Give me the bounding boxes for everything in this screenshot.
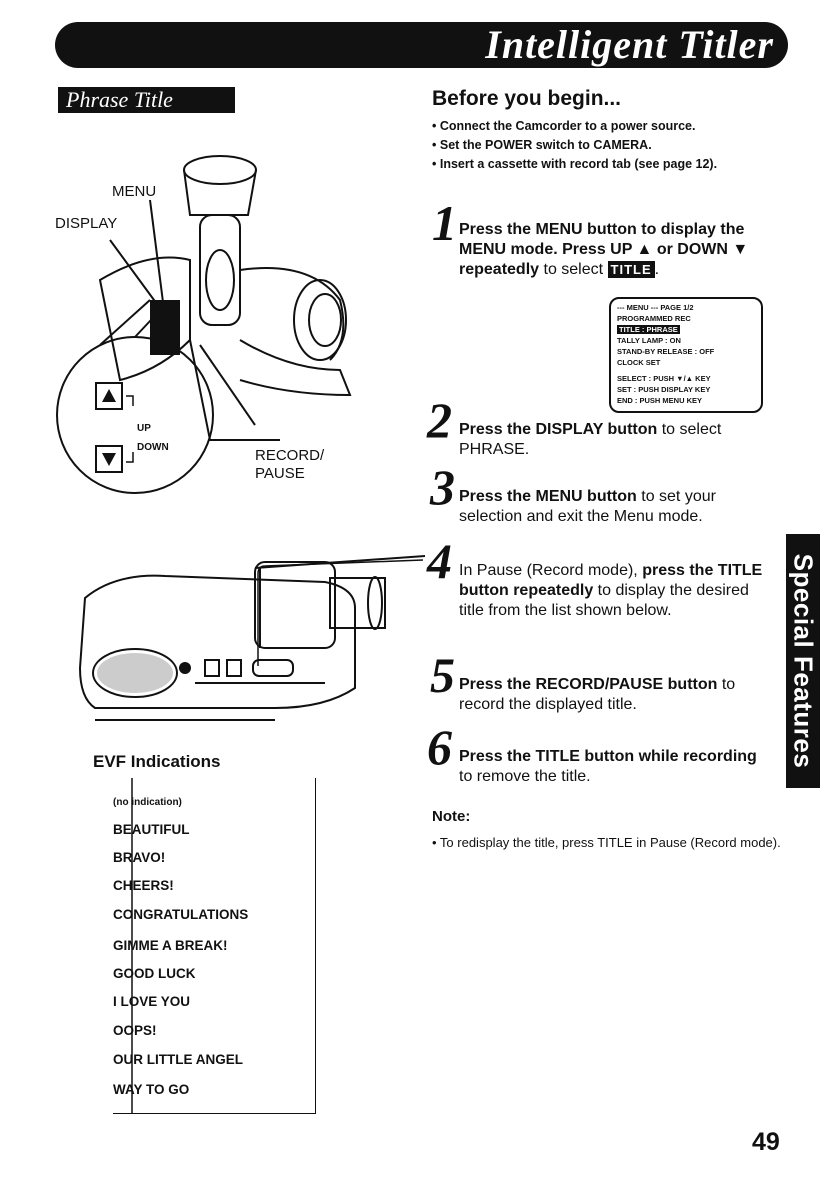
section-title-background bbox=[58, 87, 235, 113]
side-tab-label: Special Features bbox=[788, 553, 819, 769]
page-number: 49 bbox=[752, 1128, 780, 1156]
step-text: Press the DISPLAY button to select PHRAS… bbox=[459, 421, 722, 458]
header-banner bbox=[55, 22, 788, 68]
step-text: Press the MENU button to set your select… bbox=[459, 488, 716, 525]
evf-item: OUR LITTLE ANGEL bbox=[113, 1052, 243, 1067]
label-pause: PAUSE bbox=[255, 465, 305, 482]
step-number: 2 bbox=[427, 392, 452, 448]
step-text: Press the RECORD/PAUSE button to record … bbox=[459, 676, 736, 713]
label-menu: MENU bbox=[112, 183, 157, 200]
evf-heading: EVF Indications bbox=[93, 752, 221, 771]
step-text: Press the TITLE button while recording t… bbox=[459, 748, 757, 785]
evf-item: WAY TO GO bbox=[113, 1082, 190, 1097]
step-number: 5 bbox=[430, 647, 455, 703]
before-list: • Connect the Camcorder to a power sourc… bbox=[432, 117, 802, 174]
evf-list-frame bbox=[113, 778, 316, 1114]
before-item: • Connect the Camcorder to a power sourc… bbox=[432, 119, 696, 133]
evf-item: CONGRATULATIONS bbox=[113, 907, 249, 922]
label-down: DOWN bbox=[137, 442, 169, 453]
label-up: UP bbox=[137, 423, 151, 434]
evf-item: (no indication) bbox=[113, 797, 182, 808]
note-heading: Note: bbox=[432, 808, 471, 825]
evf-item: OOPS! bbox=[113, 1023, 157, 1038]
step4-leader-line bbox=[257, 559, 424, 666]
camcorder-side-illustration bbox=[56, 155, 352, 494]
label-record: RECORD/ bbox=[255, 447, 325, 464]
evf-item: GIMME A BREAK! bbox=[113, 938, 228, 953]
evf-item: BRAVO! bbox=[113, 850, 166, 865]
step-number: 1 bbox=[432, 195, 457, 251]
evf-connector-line bbox=[131, 778, 133, 1114]
step-number: 4 bbox=[427, 533, 452, 589]
evf-item: I LOVE YOU bbox=[113, 994, 191, 1009]
note-text: • To redisplay the title, press TITLE in… bbox=[432, 835, 781, 850]
before-item: • Set the POWER switch to CAMERA. bbox=[432, 138, 652, 152]
evf-item: GOOD LUCK bbox=[113, 966, 196, 981]
step-number: 6 bbox=[427, 719, 452, 775]
before-heading: Before you begin... bbox=[432, 87, 622, 110]
section-title: Phrase Title bbox=[66, 87, 173, 112]
side-tab bbox=[786, 534, 820, 788]
menu-screen: --- MENU --- PAGE 1/2 PROGRAMMED REC TIT… bbox=[609, 297, 763, 413]
evf-item: CHEERS! bbox=[113, 878, 174, 893]
evf-item: BEAUTIFUL bbox=[113, 822, 190, 837]
step-text: In Pause (Record mode), press the TITLE … bbox=[459, 562, 763, 619]
page-title: Intelligent Titler bbox=[485, 22, 774, 67]
title-badge: TITLE bbox=[607, 261, 655, 278]
step-number: 3 bbox=[430, 459, 455, 515]
step-text: Press the MENU button to display the MEN… bbox=[459, 221, 749, 278]
before-item: • Insert a cassette with record tab (see… bbox=[432, 157, 718, 171]
label-display: DISPLAY bbox=[55, 215, 118, 232]
